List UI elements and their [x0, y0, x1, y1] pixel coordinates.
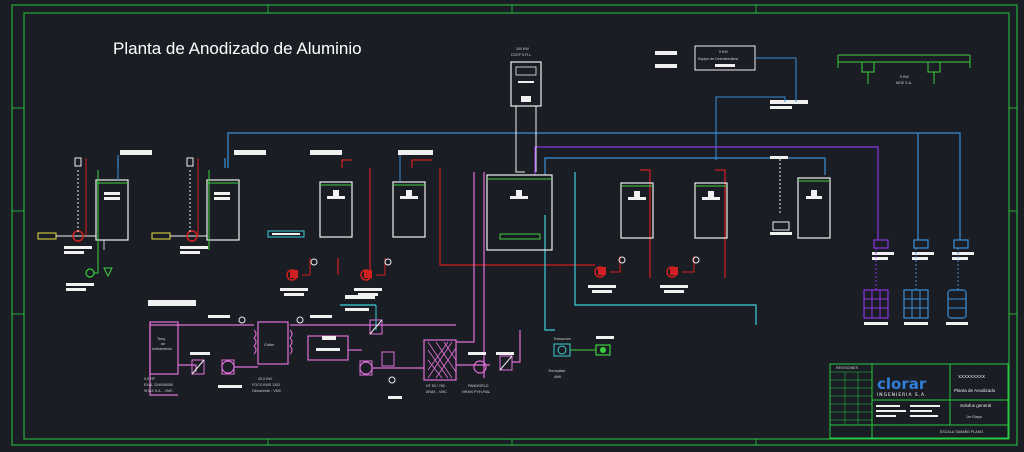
demin-name-label: Equipo de Desmineraliza: [698, 57, 738, 61]
pump-model-label: EXAL 3340/56050: [144, 383, 173, 387]
title-block: REVISIONES clorar INGENIERIA S.A. XXXXXX…: [829, 363, 1009, 439]
tank-2: [206, 150, 266, 250]
outer-frame: [11, 4, 1018, 446]
pump-maker-label: SHAX S.A. - VMC: [144, 389, 173, 393]
panworld-model-label: NH400 PVH-FIAL: [462, 390, 490, 394]
rectifier-340kw: 340 KW DCEP S.R.L.: [510, 47, 542, 107]
company-logo: clorar: [877, 375, 927, 393]
overhead-crane: 5 KW MOE S.A.: [837, 54, 971, 85]
dosing-section: [863, 239, 974, 325]
drawing-title: Planta de Anodizado de Aluminio: [113, 39, 362, 58]
heater-pumps: [267, 230, 700, 296]
tank-6: [620, 182, 654, 239]
tank-3: [319, 181, 353, 238]
drawing-stage: 1er Etapa: [966, 415, 982, 419]
extraction-power-label: 4kW: [554, 375, 562, 379]
chiller-power-label: 45,0 KW: [258, 377, 272, 381]
demin-power-label: 5 KW: [719, 50, 728, 54]
panworld-label: PANWORLD: [468, 384, 489, 388]
cooling-system: Tanq. de enfriamiento Chiller: [149, 305, 521, 399]
process-pipes: [117, 132, 961, 378]
crane-power-label: 5 KW: [900, 75, 909, 79]
title-block-footer: ESCALA TAMAÑO PLANO: [940, 429, 983, 434]
extraction-fan: Extraccion Tecnoplast 4kW: [548, 336, 614, 379]
anodizing-tank: [486, 106, 553, 251]
tank-7: [694, 182, 728, 239]
cooling-labels: 5,5 HP EXAL 3340/56050 SHAX S.A. - VMC 4…: [144, 377, 490, 394]
exchanger-maker-label: ARAK - VMC: [426, 390, 447, 394]
extraction-label: Extraccion: [554, 337, 571, 341]
pump-power-label: 5,5 HP: [144, 377, 156, 381]
cooling-tank-label-2: de: [161, 342, 165, 346]
feed-equipment-left: [37, 157, 208, 291]
exchanger-model-label: NT 50 / 780: [426, 384, 445, 388]
rectifier-maker-label: DCEP S.R.L.: [511, 53, 532, 57]
crane-maker-label: MOE S.A.: [896, 81, 912, 85]
chiller-maker-label: Climaverde - VMC: [252, 389, 282, 393]
inner-frame: [23, 12, 1010, 440]
chiller-label: Chiller: [264, 343, 275, 347]
drawing-name: Planta de Anodizado: [954, 388, 996, 393]
tank-1: [95, 150, 152, 250]
tank-row: [95, 106, 831, 251]
revisions-header: REVISIONES: [836, 366, 859, 370]
drawing-code: XXXXXXXXX: [958, 374, 985, 379]
cooling-tank-label-3: enfriamiento: [152, 347, 172, 351]
drawing-subtitle: Solufus general: [960, 403, 991, 408]
chiller-model-label: FOCS KWS 1302: [252, 383, 280, 387]
rectifier-power-label: 340 KW: [516, 47, 529, 51]
company-subtitle: INGENIERIA S.A.: [877, 392, 927, 398]
extraction-maker-label: Tecnoplast: [548, 369, 565, 373]
frame-ticks: [12, 5, 1017, 445]
demin-tank: [715, 57, 808, 160]
tank-tags: [148, 150, 433, 311]
tank-8: [770, 156, 831, 239]
cooling-tank-label-1: Tanq.: [157, 337, 166, 341]
demineralizer-5kw: 5 KW Equipo de Desmineraliza: [655, 45, 756, 71]
